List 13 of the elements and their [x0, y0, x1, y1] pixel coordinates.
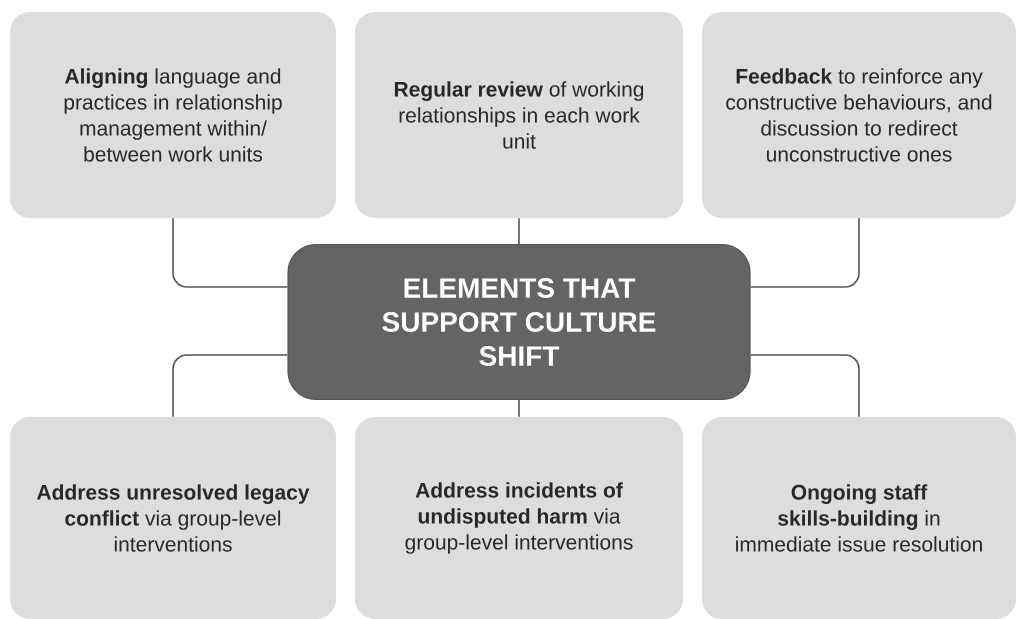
text-card: Address unresolved legacy conflict via group-level interventions [10, 417, 336, 619]
text-card: Aligning language and practices in relationship management within/ between work units [10, 12, 336, 218]
text-card: Feedback to reinforce any constructive behaviours, and discussion to redirect unconstructive ones [702, 12, 1016, 218]
connector-line [749, 217, 860, 288]
connector-line [172, 217, 289, 288]
connector-line [518, 399, 520, 418]
text-card: Ongoing staff skills-building in immediate issue resolution [702, 417, 1016, 619]
text-card: Address incidents of undisputed harm via group-level interventions [355, 417, 683, 619]
connector-line [518, 217, 520, 245]
title-box: ELEMENTS THAT SUPPORT CULTURE SHIFT [287, 243, 751, 401]
text-card: Regular review of working relationships in each work unit [355, 12, 683, 218]
connector-line [172, 354, 289, 418]
connector-line [749, 354, 860, 418]
